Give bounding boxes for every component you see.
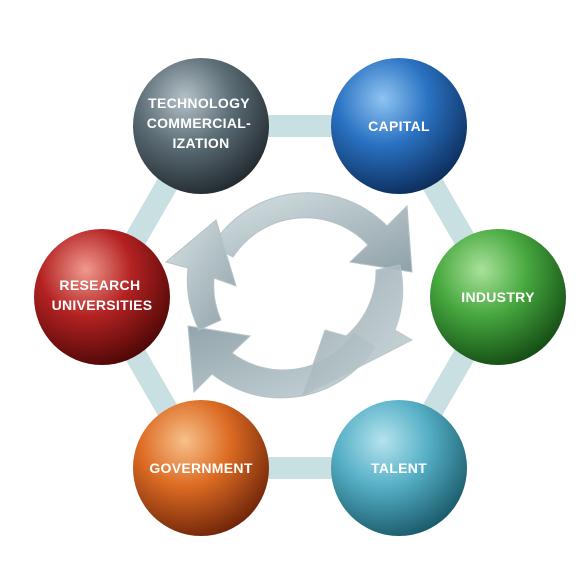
capital-sphere — [331, 58, 467, 194]
capital-label: CAPITAL — [368, 118, 430, 134]
cycle-arrows — [164, 192, 414, 399]
technology-commercialization-line-2: COMMERCIAL- — [147, 115, 251, 131]
technology-commercialization-sphere — [133, 58, 269, 194]
talent-sphere — [331, 400, 467, 536]
cycle-arrow-right — [301, 264, 414, 398]
talent-label: TALENT — [371, 460, 427, 476]
technology-commercialization-label: TECHNOLOGY COMMERCIAL- IZATION — [147, 95, 256, 151]
research-universities-line-1: RESEARCH — [59, 277, 140, 293]
industry-sphere — [430, 229, 566, 365]
technology-commercialization-line-3: IZATION — [172, 135, 229, 151]
talent-line-1: TALENT — [371, 460, 427, 476]
government-line-1: GOVERNMENT — [149, 460, 252, 476]
cycle-arrow-top — [211, 192, 413, 273]
node-government: GOVERNMENT — [133, 400, 269, 536]
node-research-universities: RESEARCH UNIVERSITIES — [34, 229, 170, 365]
government-label: GOVERNMENT — [149, 460, 252, 476]
industry-label: INDUSTRY — [461, 289, 535, 305]
technology-commercialization-line-1: TECHNOLOGY — [148, 95, 250, 111]
government-sphere — [133, 400, 269, 536]
industry-line-1: INDUSTRY — [461, 289, 535, 305]
node-talent: TALENT — [331, 400, 467, 536]
node-capital: CAPITAL — [331, 58, 467, 194]
research-universities-line-2: UNIVERSITIES — [52, 297, 153, 313]
node-industry: INDUSTRY — [430, 229, 566, 365]
cycle-arrow-left — [164, 219, 237, 331]
capital-line-1: CAPITAL — [368, 118, 430, 134]
node-technology-commercialization: TECHNOLOGY COMMERCIAL- IZATION — [133, 58, 269, 194]
research-universities-sphere — [34, 229, 170, 365]
research-universities-label: RESEARCH UNIVERSITIES — [52, 277, 153, 313]
